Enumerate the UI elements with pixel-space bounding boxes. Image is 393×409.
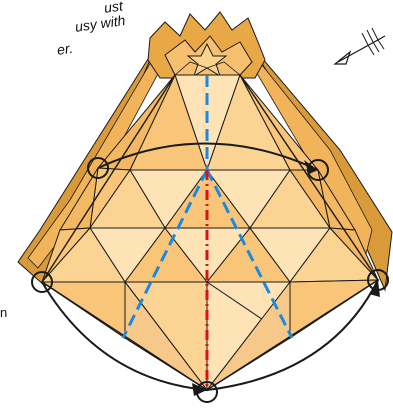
star-crown xyxy=(148,12,265,78)
instruction-text-line-3: er. xyxy=(56,40,74,58)
edge-text-fragment: n xyxy=(0,305,7,320)
fletched-arrow-icon xyxy=(335,28,385,64)
